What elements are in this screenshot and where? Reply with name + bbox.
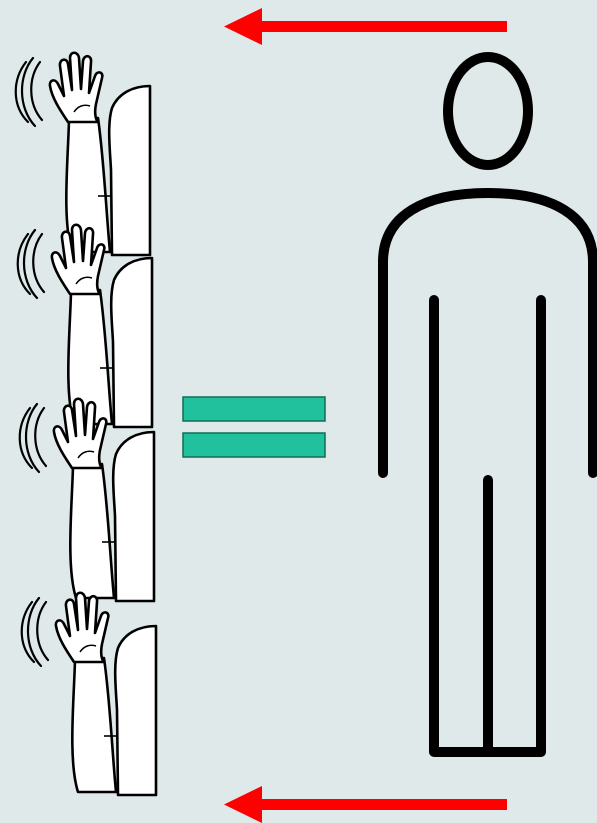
diagram-canvas [0,0,597,823]
